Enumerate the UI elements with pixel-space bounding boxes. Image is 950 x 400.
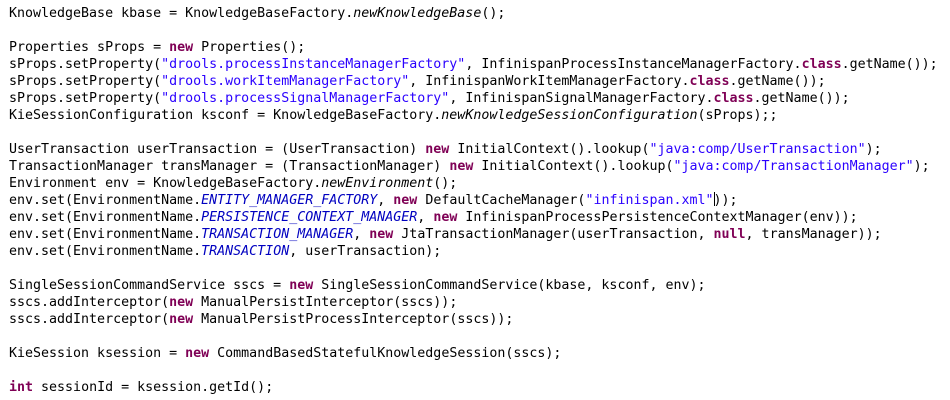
keyword-token: new (425, 142, 450, 157)
code-line[interactable] (9, 362, 938, 379)
code-token: env.set(EnvironmentName. (9, 210, 202, 225)
code-token: ); (913, 159, 930, 174)
keyword-token: new (433, 210, 458, 225)
code-line[interactable]: UserTransaction userTransaction = (UserT… (9, 141, 938, 158)
keyword-token: new (169, 312, 194, 327)
code-token: CommandBasedStatefulKnowledgeSession(ssc… (209, 346, 562, 361)
code-token: KnowledgeBase kbase = KnowledgeBaseFacto… (9, 6, 354, 21)
code-token: ManualPersistProcessInterceptor(sscs)); (193, 312, 514, 327)
code-token: , userTransaction); (289, 244, 442, 259)
code-token: SingleSessionCommandService(kbase, kscon… (313, 278, 706, 293)
code-token: (sProps);; (697, 108, 778, 123)
code-token: InfinispanProcessPersistenceContextManag… (457, 210, 858, 225)
code-token: JtaTransactionManager(userTransaction, (393, 227, 714, 242)
static-field-token: TRANSACTION_MANAGER (201, 227, 354, 242)
code-line[interactable]: SingleSessionCommandService sscs = new S… (9, 277, 938, 294)
keyword-token: new (185, 346, 210, 361)
code-token: sProps.setProperty( (9, 74, 162, 89)
code-line[interactable]: sscs.addInterceptor(new ManualPersistPro… (9, 311, 938, 328)
keyword-token: class (689, 74, 730, 89)
code-line[interactable]: KieSession ksession = new CommandBasedSt… (9, 345, 938, 362)
code-text-area[interactable]: KnowledgeBase kbase = KnowledgeBaseFacto… (9, 5, 938, 396)
code-token: InitialContext().lookup( (449, 142, 650, 157)
code-token: .getName()); (753, 91, 850, 106)
string-literal-token: "drools.workItemManagerFactory" (161, 74, 410, 89)
static-method-token: newKnowledgeSessionConfiguration (441, 108, 698, 123)
code-line[interactable]: int sessionId = ksession.getId(); (9, 379, 938, 396)
code-token: , InfinispanProcessInstanceManagerFactor… (465, 57, 802, 72)
keyword-token: null (713, 227, 746, 242)
string-literal-token: "java:comp/UserTransaction" (649, 142, 866, 157)
static-method-token: newKnowledgeBase (353, 6, 482, 21)
code-line[interactable]: sProps.setProperty("drools.workItemManag… (9, 73, 938, 90)
code-token: env.set(EnvironmentName. (9, 193, 202, 208)
code-line[interactable]: sProps.setProperty("drools.processInstan… (9, 56, 938, 73)
text-cursor (713, 192, 715, 206)
static-field-token: ENTITY_MANAGER_FACTORY (201, 193, 378, 208)
code-token: , InfinispanWorkItemManagerFactory. (409, 74, 690, 89)
string-literal-token: "infinispan.xml" (585, 193, 714, 208)
code-token: KieSessionConfiguration ksconf = Knowled… (9, 108, 442, 123)
code-token: InitialContext().lookup( (473, 159, 674, 174)
code-line[interactable] (9, 124, 938, 141)
keyword-token: new (289, 278, 314, 293)
code-token: sProps.setProperty( (9, 91, 162, 106)
string-literal-token: "java:comp/TransactionManager" (673, 159, 914, 174)
code-token: )); (713, 193, 738, 208)
code-line[interactable] (9, 22, 938, 39)
code-token: TransactionManager transManager = (Trans… (9, 159, 450, 174)
code-token: sscs.addInterceptor( (9, 295, 170, 310)
code-line[interactable]: sProps.setProperty("drools.processSignal… (9, 90, 938, 107)
string-literal-token: "drools.processSignalManagerFactory" (161, 91, 450, 106)
code-token: ); (865, 142, 882, 157)
code-line[interactable]: KieSessionConfiguration ksconf = Knowled… (9, 107, 938, 124)
code-line[interactable]: env.set(EnvironmentName.TRANSACTION_MANA… (9, 226, 938, 243)
code-line[interactable]: env.set(EnvironmentName.ENTITY_MANAGER_F… (9, 192, 938, 209)
code-line[interactable]: TransactionManager transManager = (Trans… (9, 158, 938, 175)
code-line[interactable]: Properties sProps = new Properties(); (9, 39, 938, 56)
code-token: .getName()); (841, 57, 938, 72)
code-token: KieSession ksession = (9, 346, 186, 361)
static-field-token: PERSISTENCE_CONTEXT_MANAGER (201, 210, 418, 225)
code-token: , (417, 210, 434, 225)
code-token: env.set(EnvironmentName. (9, 227, 202, 242)
code-token: DefaultCacheManager( (417, 193, 586, 208)
code-token: , InfinispanSignalManagerFactory. (449, 91, 714, 106)
code-token: sProps.setProperty( (9, 57, 162, 72)
keyword-token: new (169, 295, 194, 310)
code-token: SingleSessionCommandService sscs = (9, 278, 290, 293)
code-token: sessionId = ksession.getId(); (33, 380, 274, 395)
code-line[interactable] (9, 260, 938, 277)
keyword-token: class (801, 57, 842, 72)
keyword-token: class (713, 91, 754, 106)
code-token: (); (481, 6, 506, 21)
code-line[interactable]: env.set(EnvironmentName.PERSISTENCE_CONT… (9, 209, 938, 226)
static-method-token: newEnvironment (321, 176, 434, 191)
keyword-token: new (169, 40, 194, 55)
code-token: Properties sProps = (9, 40, 170, 55)
keyword-token: new (449, 159, 474, 174)
code-token: , transManager)); (745, 227, 882, 242)
code-token: env.set(EnvironmentName. (9, 244, 202, 259)
code-token: .getName()); (729, 74, 826, 89)
static-field-token: TRANSACTION (201, 244, 290, 259)
code-token: Environment env = KnowledgeBaseFactory. (9, 176, 322, 191)
keyword-token: int (9, 380, 34, 395)
code-token: , (377, 193, 394, 208)
code-line[interactable]: Environment env = KnowledgeBaseFactory.n… (9, 175, 938, 192)
code-token: sscs.addInterceptor( (9, 312, 170, 327)
code-line[interactable] (9, 328, 938, 345)
keyword-token: new (369, 227, 394, 242)
code-token: UserTransaction userTransaction = (UserT… (9, 142, 426, 157)
code-token: ManualPersistInterceptor(sscs)); (193, 295, 458, 310)
code-line[interactable]: sscs.addInterceptor(new ManualPersistInt… (9, 294, 938, 311)
code-token: , (353, 227, 370, 242)
code-line[interactable]: env.set(EnvironmentName.TRANSACTION, use… (9, 243, 938, 260)
code-token: (); (433, 176, 458, 191)
keyword-token: new (393, 193, 418, 208)
code-line[interactable]: KnowledgeBase kbase = KnowledgeBaseFacto… (9, 5, 938, 22)
string-literal-token: "drools.processInstanceManagerFactory" (161, 57, 466, 72)
code-token: Properties(); (193, 40, 306, 55)
